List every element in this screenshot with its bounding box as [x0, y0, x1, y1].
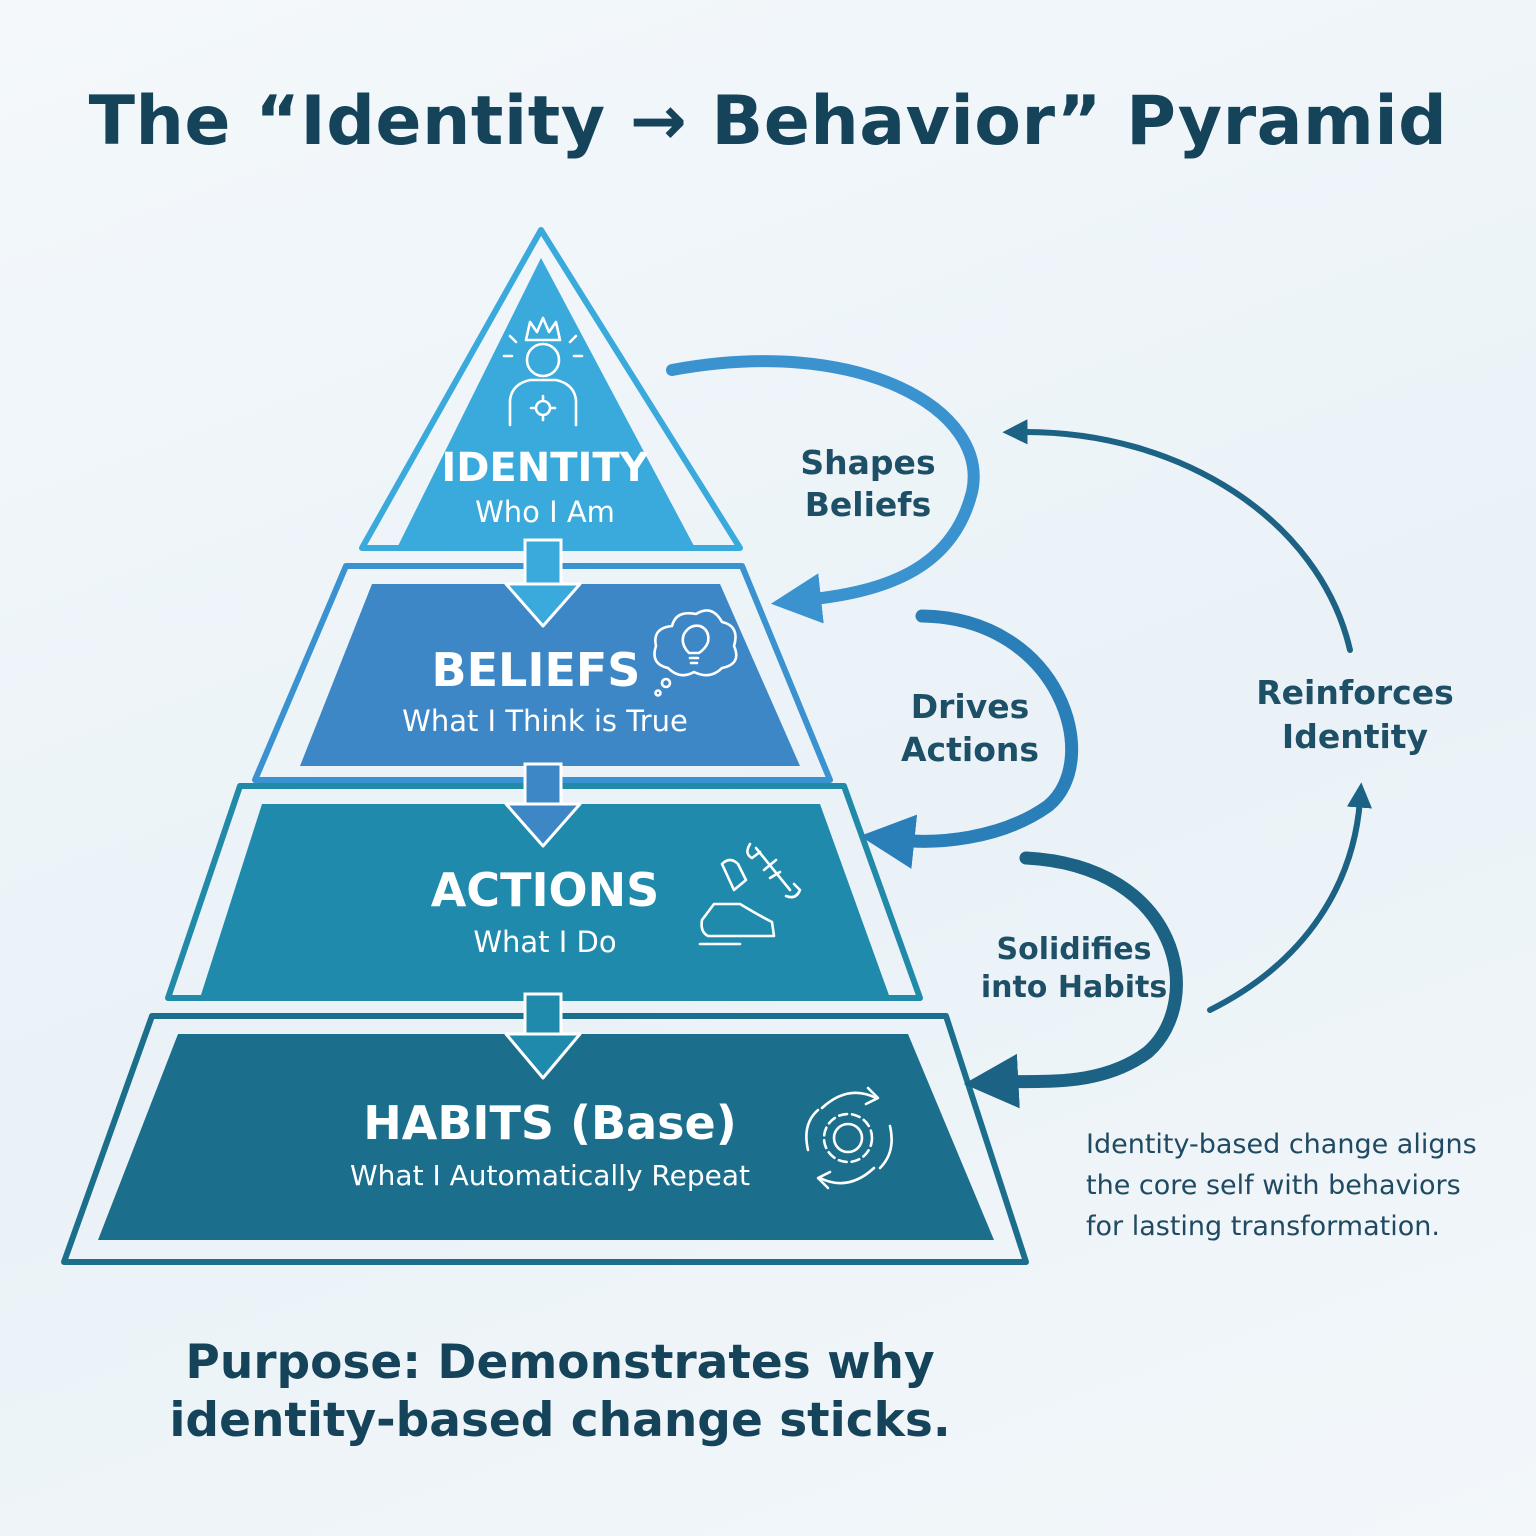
thought-bubble-lightbulb-icon: [653, 609, 738, 697]
actions-outline: [165, 783, 923, 1001]
actions-subtitle: What I Do: [473, 925, 616, 959]
solidifies-habits-arrow: [963, 851, 1183, 1109]
side-note-line-3: for lasting transformation.: [1086, 1211, 1440, 1242]
shapes-beliefs-label-1: Shapes: [800, 443, 935, 482]
drives-actions-arrow: [859, 609, 1079, 869]
beliefs-subtitle: What I Think is True: [402, 704, 688, 738]
purpose-caption: Purpose: Demonstrates why identity-based…: [90, 1334, 1030, 1450]
reinforces-identity-label-1: Reinforces: [1256, 673, 1453, 712]
shapes-beliefs-arrow: [666, 355, 980, 624]
down-arrow-beliefs-actions: [504, 762, 582, 848]
beliefs-level: [300, 584, 800, 766]
solidifies-habits-label-2: into Habits: [981, 970, 1167, 1005]
down-arrow-identity-beliefs: [504, 538, 582, 628]
actions-level: [200, 804, 890, 998]
reinforces-identity-label-2: Identity: [1282, 717, 1428, 756]
shapes-beliefs-label-2: Beliefs: [805, 485, 932, 524]
solidifies-habits-label-1: Solidifies: [997, 932, 1152, 967]
reinforces-identity-up-arrow: [1207, 782, 1372, 1013]
drives-actions-label-2: Actions: [901, 730, 1039, 769]
habits-outline: [61, 1013, 1029, 1265]
drives-actions-label-1: Drives: [911, 687, 1030, 726]
side-note-line-1: Identity-based change aligns: [1086, 1129, 1477, 1160]
actions-title: ACTIONS: [431, 863, 660, 917]
person-with-crown-icon: [502, 316, 584, 427]
down-arrow-actions-habits: [504, 992, 582, 1080]
habits-level: [98, 1034, 994, 1240]
beliefs-title: BELIEFS: [432, 643, 641, 697]
identity-title: IDENTITY: [441, 445, 649, 491]
habits-title: HABITS (Base): [363, 1096, 737, 1150]
cycle-gear-icon: [805, 1086, 893, 1190]
habits-subtitle: What I Automatically Repeat: [350, 1159, 750, 1192]
identity-subtitle: Who I Am: [475, 495, 615, 529]
shoe-and-wrench-icon: [698, 842, 802, 946]
purpose-line-1: Purpose: Demonstrates why: [185, 1335, 935, 1390]
side-note-line-2: the core self with behaviors: [1086, 1170, 1461, 1201]
reinforces-identity-top-arrow: [1002, 419, 1353, 653]
purpose-line-2: identity-based change sticks.: [169, 1393, 951, 1448]
beliefs-outline: [252, 563, 833, 783]
page-title: The “Identity → Behavior” Pyramid: [88, 82, 1448, 161]
side-note: Identity-based change aligns the core se…: [1086, 1124, 1506, 1247]
